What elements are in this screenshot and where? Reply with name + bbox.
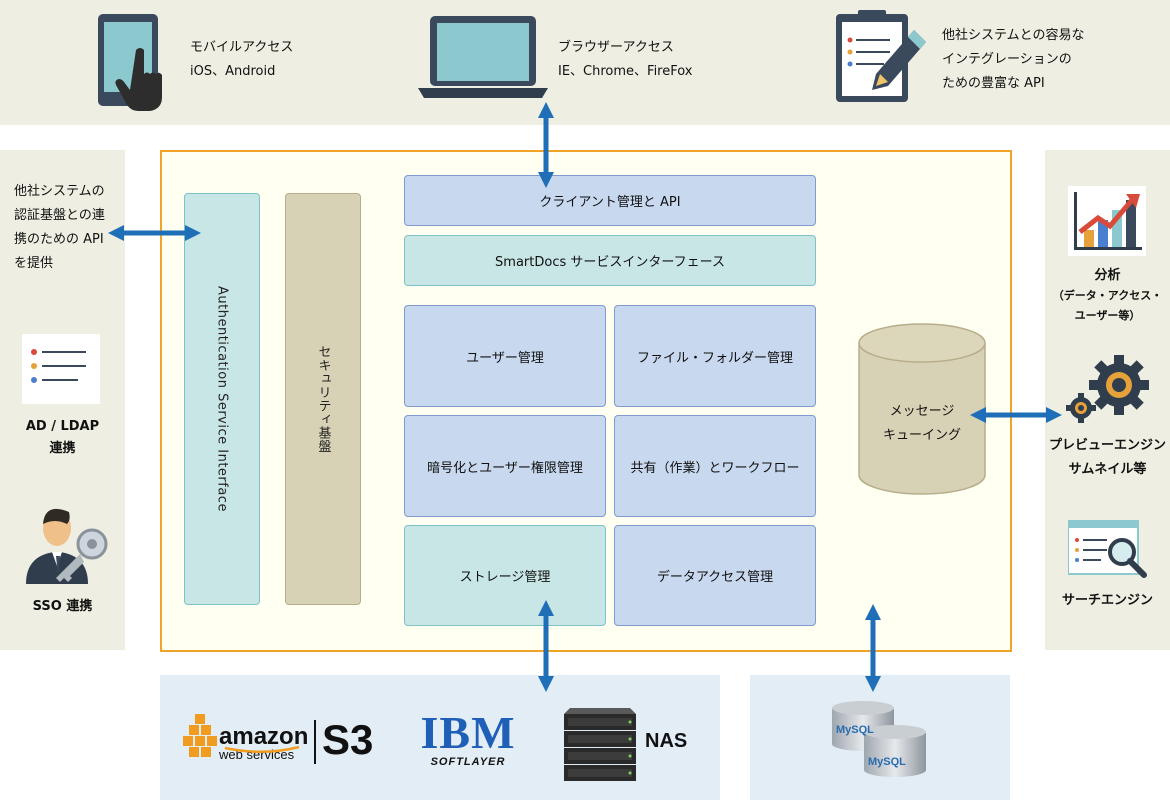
auth-api-text-4: を提供: [14, 256, 54, 271]
file-folder-management: ファイル・フォルダー管理: [614, 305, 816, 407]
thumbnail-label: サムネイル等: [1068, 462, 1147, 477]
laptop-icon: [418, 14, 548, 100]
nas-label: NAS: [645, 730, 688, 752]
message-queue-cylinder: [858, 323, 986, 495]
sharing-workflow: 共有（作業）とワークフロー: [614, 415, 816, 517]
mobile-access-title: モバイルアクセス: [190, 40, 294, 55]
mysql-label-front: MySQL: [868, 756, 906, 768]
auth-service-interface: Authentication Service Interface: [184, 193, 260, 605]
nas-server-icon: [560, 706, 640, 784]
ad-ldap-label: AD / LDAP: [25, 419, 100, 434]
preview-engine-label: プレビューエンジン: [1048, 438, 1166, 453]
auth-api-text-1: 他社システムの: [14, 184, 105, 199]
security-platform: セキュリティ基盤: [285, 193, 361, 605]
search-engine-icon: [1067, 519, 1148, 580]
mobile-access-platforms: iOS、Android: [190, 64, 276, 79]
ibm-logo-text: IBM: [418, 708, 518, 758]
search-engine-label: サーチエンジン: [1061, 593, 1153, 608]
top-band: [0, 0, 1170, 125]
gears-icon: [1064, 355, 1154, 425]
api-text-line2: インテグレーションの: [942, 52, 1072, 67]
analytics-label-2: （データ・アクセス・: [1052, 289, 1163, 302]
analytics-label: 分析: [1094, 268, 1121, 283]
amazon-logo-text: amazon: [219, 723, 309, 750]
auth-api-text-2: 認証基盤との連: [14, 208, 105, 223]
aws-divider: [314, 720, 316, 764]
user-key-icon: [22, 498, 112, 588]
s3-logo-text: S3: [322, 716, 374, 763]
auth-api-text-3: 携のための API: [14, 232, 104, 247]
aws-cubes-icon: [183, 714, 219, 760]
mysql-database-icon: [830, 700, 940, 780]
clipboard-pen-icon: [834, 8, 929, 104]
mysql-label-back: MySQL: [836, 724, 874, 736]
tablet-hand-icon: [96, 12, 176, 112]
storage-management: ストレージ管理: [404, 525, 606, 626]
analytics-label-3: ユーザー等）: [1074, 309, 1141, 322]
api-text-line3: ための豊富な API: [942, 76, 1045, 91]
smartdocs-service-interface: SmartDocs サービスインターフェース: [404, 235, 816, 286]
message-queue-label-2: キューイング: [882, 428, 961, 443]
encryption-permission-management: 暗号化とユーザー権限管理: [404, 415, 606, 517]
client-management-api: クライアント管理と API: [404, 175, 816, 226]
ad-ldap-label-2: 連携: [49, 441, 76, 456]
softlayer-logo-text: SOFTLAYER: [430, 756, 506, 768]
message-queue-label: メッセージ: [889, 404, 955, 419]
analytics-chart-icon: [1068, 186, 1146, 256]
api-text-line1: 他社システムとの容易な: [942, 28, 1085, 43]
list-document-icon: [22, 334, 100, 404]
browser-access-list: IE、Chrome、FireFox: [558, 64, 693, 79]
user-management: ユーザー管理: [404, 305, 606, 407]
browser-access-title: ブラウザーアクセス: [558, 40, 674, 55]
sso-label: SSO 連携: [32, 599, 93, 614]
amazon-smile-icon: [224, 746, 300, 754]
data-access-management: データアクセス管理: [614, 525, 816, 626]
